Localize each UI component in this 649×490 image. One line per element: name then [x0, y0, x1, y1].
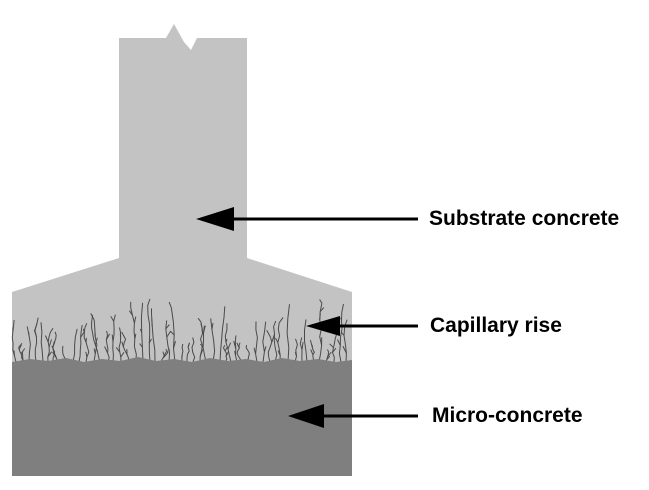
- capillary-line: [318, 303, 323, 363]
- capillary-line: [311, 344, 315, 363]
- capillary-line: [325, 349, 330, 363]
- capillary-branch: [166, 330, 172, 338]
- capillary-line: [11, 325, 17, 363]
- capillary-line: [72, 328, 78, 363]
- capillary-line: [202, 325, 207, 363]
- capillary-line: [161, 348, 169, 363]
- capillary-line: [78, 325, 83, 363]
- capillary-branch: [329, 343, 334, 349]
- capillary-branch: [110, 316, 115, 322]
- capillary-branch: [197, 317, 202, 323]
- label-micro-concrete: Micro-concrete: [432, 404, 583, 427]
- capillary-line: [286, 304, 290, 363]
- capillary-line: [147, 305, 151, 363]
- capillary-branch: [162, 351, 165, 357]
- capillary-branch: [20, 348, 26, 354]
- capillary-line: [191, 337, 196, 363]
- capillary-line: [262, 321, 267, 363]
- capillary-branch: [319, 299, 323, 304]
- capillary-line: [112, 314, 116, 363]
- capillary-branch: [121, 331, 127, 340]
- capillary-line: [40, 322, 44, 363]
- capillary-line: [181, 343, 184, 363]
- capillary-line: [105, 330, 110, 363]
- capillary-branch: [120, 352, 125, 358]
- arrow-substrate: [196, 207, 418, 231]
- capillary-line: [118, 327, 122, 363]
- capillary-line: [26, 326, 31, 363]
- capillary-branch: [13, 319, 15, 326]
- capillary-line: [170, 307, 176, 363]
- capillary-line: [343, 326, 347, 363]
- capillary-branch: [301, 342, 304, 350]
- capillary-branch: [227, 342, 232, 350]
- substrate-concrete-block: [12, 24, 352, 368]
- capillary-line: [18, 347, 24, 363]
- capillary-line: [304, 319, 308, 363]
- capillary-branch: [21, 352, 24, 360]
- capillary-branch: [84, 323, 88, 328]
- capillary-cracks: [11, 298, 348, 363]
- capillary-line: [165, 320, 171, 363]
- capillary-branch: [91, 314, 94, 323]
- capillary-branch: [44, 335, 49, 343]
- capillary-line: [199, 322, 204, 363]
- capillary-line: [277, 322, 281, 363]
- arrow-capillary: [306, 316, 418, 336]
- capillary-line: [83, 327, 90, 363]
- capillary-line: [151, 313, 156, 363]
- capillary-branch: [48, 339, 52, 348]
- capillary-branch: [278, 317, 284, 324]
- arrow-micro: [288, 404, 418, 428]
- capillary-line: [236, 342, 243, 363]
- capillary-branch: [94, 337, 98, 346]
- capillary-line: [47, 331, 51, 363]
- capillary-line: [294, 338, 298, 363]
- capillary-branch: [266, 330, 271, 338]
- capillary-branch: [165, 324, 170, 330]
- capillary-line: [338, 303, 344, 363]
- micro-concrete-layer: [12, 357, 352, 476]
- capillary-line: [186, 343, 190, 362]
- capillary-branch: [273, 320, 277, 327]
- capillary-line: [267, 337, 273, 363]
- capillary-branch: [147, 298, 151, 306]
- capillary-branch: [50, 327, 54, 333]
- capillary-line: [224, 323, 232, 363]
- capillary-line: [91, 322, 101, 363]
- capillary-line: [34, 317, 39, 363]
- capillary-branch: [275, 337, 279, 343]
- label-substrate-concrete: Substrate concrete: [429, 207, 620, 230]
- capillary-branch: [18, 342, 23, 348]
- capillary-line: [299, 337, 303, 363]
- label-capillary-rise: Capillary rise: [430, 314, 562, 337]
- capillary-line: [255, 321, 258, 363]
- capillary-branch: [310, 349, 314, 355]
- capillary-line: [222, 345, 228, 363]
- capillary-branch: [224, 346, 228, 352]
- capillary-line: [122, 339, 130, 363]
- capillary-line: [130, 307, 137, 363]
- capillary-branch: [18, 344, 22, 350]
- capillary-line: [245, 345, 250, 363]
- capillary-branch: [169, 330, 175, 336]
- capillary-branch: [104, 346, 109, 354]
- capillary-line: [210, 318, 216, 363]
- capillary-branch: [54, 331, 57, 336]
- capillary-line: [140, 302, 144, 363]
- capillary-line: [234, 335, 238, 363]
- capillary-line: [52, 335, 59, 363]
- capillary-line: [273, 326, 278, 363]
- capillary-branch: [168, 301, 172, 309]
- capillary-line: [219, 306, 226, 363]
